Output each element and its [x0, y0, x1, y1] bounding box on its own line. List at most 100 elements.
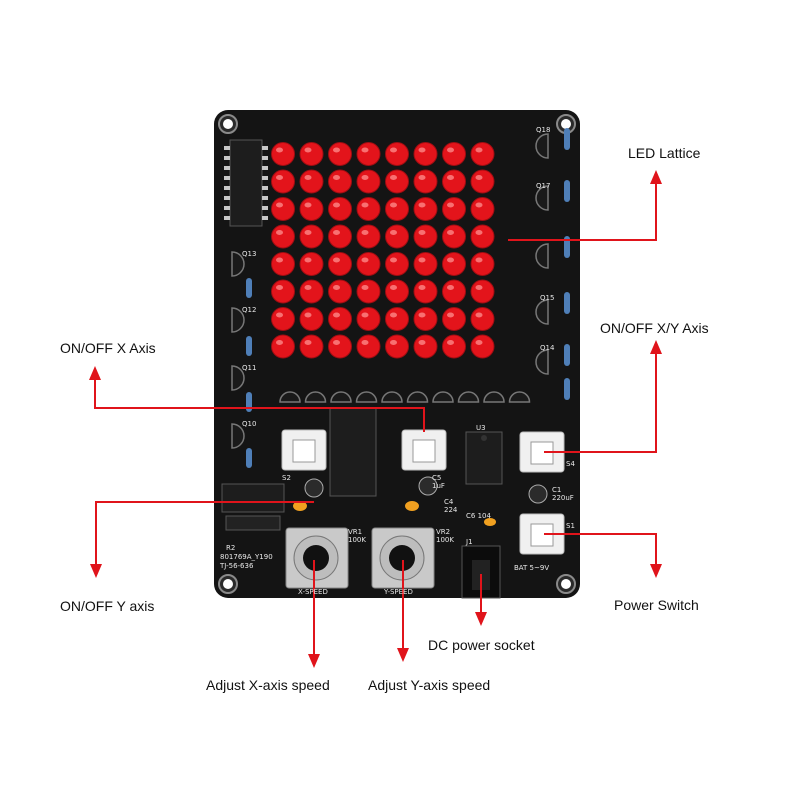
led: [470, 279, 495, 304]
led-highlight: [361, 312, 369, 318]
led-highlight: [475, 340, 483, 345]
led: [413, 169, 438, 194]
row-transistors: [279, 391, 531, 403]
led: [385, 142, 409, 166]
led: [442, 334, 466, 359]
led: [413, 142, 438, 166]
silk-s1: S1: [566, 522, 575, 530]
silk-vr2: VR2: [436, 528, 451, 536]
led: [385, 279, 409, 304]
transistor: [381, 391, 403, 403]
led-highlight: [390, 230, 397, 235]
led-highlight: [390, 202, 397, 208]
silk-vr1: VR1: [348, 528, 363, 536]
led-lattice-arrowhead: [650, 170, 662, 184]
led-highlight: [447, 230, 454, 235]
silk-s4: S4: [566, 460, 575, 468]
led-highlight: [276, 312, 283, 318]
led-highlight: [276, 175, 283, 180]
led-highlight: [276, 285, 283, 290]
label-dc-power-socket: DC power socket: [428, 637, 535, 653]
led: [356, 197, 381, 221]
led: [271, 252, 295, 276]
x-axis-arrowhead: [89, 366, 101, 380]
label-on-off-y-axis: ON/OFF Y axis: [60, 598, 155, 614]
silk-c1: C1: [552, 486, 562, 494]
led: [356, 142, 381, 166]
led: [328, 197, 352, 221]
led: [271, 142, 295, 166]
potentiometer-vr2[interactable]: [371, 527, 435, 589]
potentiometer-vr1[interactable]: [285, 527, 349, 589]
led-highlight: [447, 312, 454, 318]
led-highlight: [361, 175, 369, 180]
led-highlight: [475, 202, 483, 208]
xy-axis-pointer: [544, 352, 657, 453]
mounting-holes: [218, 114, 576, 594]
xy-axis-arrowhead: [650, 340, 662, 354]
right-resistors: [564, 128, 570, 400]
led: [442, 169, 466, 194]
led-highlight: [333, 257, 340, 263]
silk-vr2-value: 100K: [436, 536, 454, 544]
switch-s2[interactable]: [281, 429, 327, 471]
led-highlight: [333, 202, 340, 208]
led-highlight: [447, 340, 454, 345]
led: [470, 169, 495, 194]
led-highlight: [304, 257, 312, 263]
led-highlight: [418, 147, 426, 153]
transistor: [508, 391, 531, 403]
led-highlight: [333, 230, 340, 235]
led: [328, 169, 352, 194]
led: [356, 334, 381, 359]
led-highlight: [390, 175, 397, 180]
led: [470, 334, 495, 359]
led-highlight: [276, 147, 283, 153]
x-speed-arrowhead: [308, 654, 320, 668]
led: [356, 279, 381, 304]
led: [385, 224, 409, 249]
led: [470, 307, 495, 331]
led: [328, 279, 352, 304]
silk-c5: C5: [432, 474, 442, 482]
led: [413, 307, 438, 331]
led-highlight: [276, 202, 283, 208]
led: [328, 334, 352, 359]
led: [385, 334, 409, 359]
led-highlight: [447, 147, 454, 153]
led: [470, 197, 495, 221]
led: [413, 334, 438, 359]
led: [385, 169, 409, 194]
power-switch-pointer: [544, 533, 657, 566]
led: [442, 279, 466, 304]
y-axis-pointer: [95, 501, 314, 566]
switch-center[interactable]: [401, 429, 447, 471]
led: [299, 169, 324, 194]
led-highlight: [361, 257, 369, 263]
transistor: [406, 391, 429, 403]
led-highlight: [333, 175, 340, 180]
led-highlight: [361, 147, 369, 153]
left-transistors: [231, 251, 245, 449]
transistor: [432, 391, 454, 403]
led-highlight: [333, 285, 340, 290]
led: [470, 252, 495, 276]
led: [328, 142, 352, 166]
led-highlight: [418, 312, 426, 318]
led: [271, 169, 295, 194]
capacitors: [293, 476, 548, 526]
led-highlight: [418, 175, 426, 180]
led-highlight: [304, 175, 312, 180]
led: [442, 252, 466, 276]
led: [299, 279, 324, 304]
led-highlight: [418, 202, 426, 208]
led: [328, 252, 352, 276]
label-on-off-xy-axis: ON/OFF X/Y Axis: [600, 320, 709, 336]
led-highlight: [304, 147, 312, 153]
led-highlight: [418, 257, 426, 263]
label-adjust-x-speed: Adjust X-axis speed: [206, 677, 330, 693]
silk-q17: Q17: [536, 182, 551, 190]
transistor: [304, 391, 327, 403]
led: [413, 252, 438, 276]
